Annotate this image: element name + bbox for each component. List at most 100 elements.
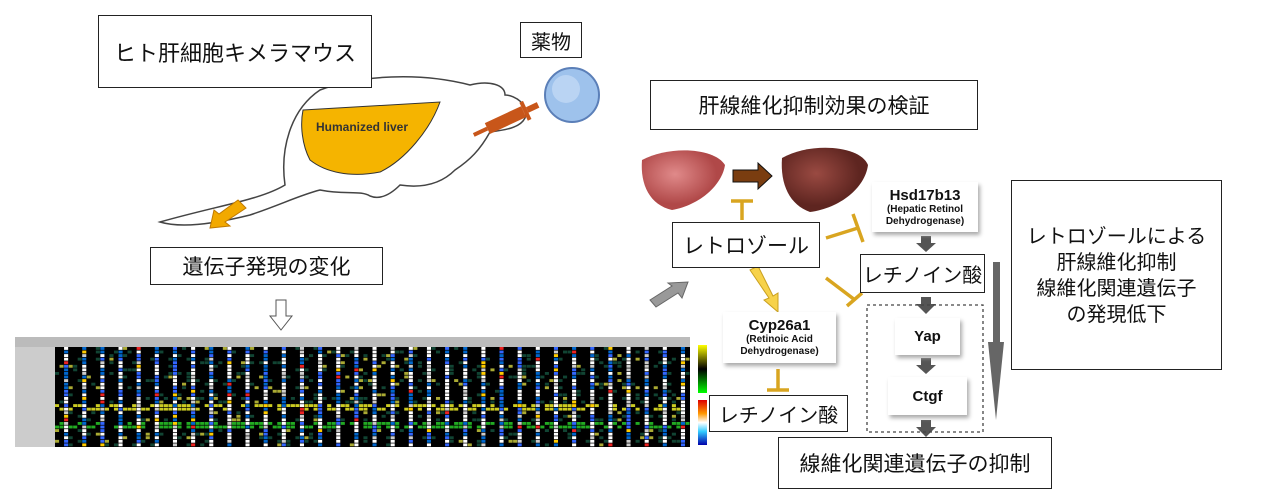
heatmap-cell	[481, 407, 486, 411]
heatmap-cell	[304, 386, 309, 390]
heatmap-cell	[408, 350, 413, 354]
heatmap-cell	[463, 382, 468, 386]
heatmap-cell	[540, 400, 545, 404]
heatmap-cell	[649, 425, 654, 429]
heatmap-cell	[367, 382, 373, 386]
heatmap-cell	[626, 357, 631, 361]
heatmap-cell	[426, 411, 432, 415]
heatmap-cell	[481, 404, 486, 407]
heatmap-cell	[150, 379, 155, 382]
heatmap-cell	[254, 422, 259, 425]
heatmap-cell	[372, 400, 377, 404]
heatmap-cell	[136, 361, 141, 365]
heatmap-cell	[626, 368, 631, 372]
heatmap-cell	[535, 354, 540, 357]
heatmap-cell	[154, 389, 159, 393]
heatmap-cell	[680, 422, 686, 425]
heatmap-cell	[644, 379, 649, 382]
heatmap-cell	[318, 382, 323, 386]
heatmap-cell	[626, 429, 631, 432]
heatmap-cell	[195, 379, 200, 382]
heatmap-cell	[612, 357, 617, 361]
heatmap-cell	[372, 443, 377, 447]
heatmap-cell	[612, 418, 617, 422]
heatmap-cell	[209, 404, 214, 407]
heatmap-cell	[286, 429, 291, 432]
heatmap-cell	[572, 411, 577, 415]
heatmap-cell	[499, 364, 504, 368]
heatmap-cell	[671, 439, 676, 443]
heatmap-cell	[245, 375, 250, 379]
heatmap-cell	[372, 407, 377, 411]
heatmap-cell	[77, 379, 82, 382]
heatmap-cell	[209, 425, 214, 429]
heatmap-cell	[336, 436, 341, 440]
heatmap-cell	[504, 368, 509, 372]
heatmap-cell	[517, 389, 522, 393]
heatmap-cell	[154, 429, 159, 432]
heatmap-cell	[463, 375, 468, 379]
heatmap-cell	[408, 354, 413, 357]
heatmap-cell	[145, 379, 150, 382]
heatmap-cell	[59, 400, 64, 404]
heatmap-cell	[209, 361, 214, 365]
heatmap-cell	[467, 443, 472, 447]
heatmap-cell	[172, 439, 178, 443]
heatmap-cell	[336, 400, 341, 404]
heatmap-cell	[349, 397, 354, 400]
heatmap-cell	[567, 425, 572, 429]
heatmap-cell	[436, 382, 441, 386]
heatmap-cell	[340, 361, 345, 365]
heatmap-cell	[381, 386, 386, 390]
heatmap-cell	[299, 389, 305, 393]
heatmap-cell	[662, 436, 667, 440]
heatmap-cell	[590, 368, 595, 372]
heatmap-cell	[82, 439, 87, 443]
heatmap-cell	[408, 404, 413, 407]
heatmap-cell	[186, 375, 191, 379]
heatmap-cell	[191, 357, 196, 361]
heatmap-cell	[240, 422, 246, 425]
heatmap-cell	[458, 361, 463, 365]
heatmap-cell	[299, 382, 305, 386]
heatmap-cell	[286, 425, 291, 429]
heatmap-cell	[445, 354, 450, 357]
heatmap-cell	[154, 364, 159, 368]
heatmap-cell	[440, 404, 445, 407]
heatmap-cell	[485, 422, 490, 425]
heatmap-cell	[290, 425, 295, 429]
heatmap-cell	[263, 443, 268, 447]
heatmap-cell	[64, 375, 69, 379]
heatmap-cell	[191, 368, 196, 372]
heatmap-cell	[64, 432, 69, 436]
heatmap-cell	[281, 400, 286, 404]
heatmap-cell	[263, 411, 268, 415]
heatmap-cell	[467, 400, 472, 404]
heatmap-cell	[145, 432, 150, 436]
heatmap-cell	[594, 354, 599, 357]
heatmap-cell	[476, 443, 481, 447]
heatmap-cell	[191, 364, 196, 368]
heatmap-cell	[281, 404, 286, 407]
heatmap-cell	[662, 425, 667, 429]
heatmap-cell	[608, 436, 613, 440]
heatmap-cell	[100, 443, 105, 447]
heatmap-cell	[408, 436, 413, 440]
heatmap-cell	[322, 425, 327, 429]
heatmap-cell	[445, 350, 450, 354]
heatmap-cell	[590, 397, 595, 400]
heatmap-cell	[653, 393, 658, 397]
heatmap-cell	[136, 425, 141, 429]
heatmap-cell	[517, 414, 522, 418]
heatmap-cell	[390, 422, 395, 425]
heatmap-cell	[608, 429, 613, 432]
heatmap-cell	[671, 407, 676, 411]
heatmap-cell	[377, 425, 382, 429]
heatmap-cell	[490, 368, 495, 372]
heatmap-cell	[367, 379, 373, 382]
heatmap-cell	[145, 407, 150, 411]
heatmap-cell	[118, 414, 123, 418]
heatmap-cell	[286, 404, 291, 407]
heatmap-cell	[159, 425, 164, 429]
heatmap-cell	[594, 382, 599, 386]
